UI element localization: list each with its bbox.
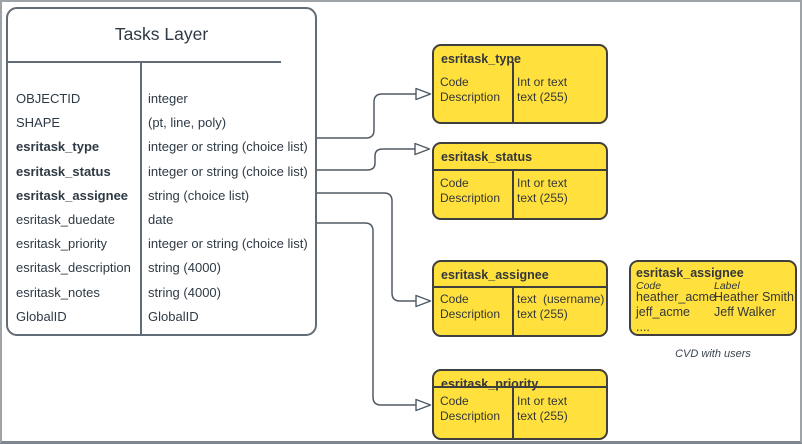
- table-row: OBJECTID integer: [16, 87, 311, 111]
- table-row: esritask_status integer or string (choice…: [16, 160, 311, 184]
- list-item: ....: [636, 320, 650, 334]
- field-name: SHAPE: [16, 115, 61, 131]
- table-row: esritask_description string (4000): [16, 256, 311, 280]
- field-type: integer or string (choice list): [148, 139, 308, 155]
- cvd-box-vertical-divider: [512, 386, 514, 440]
- field-type: date: [148, 212, 174, 228]
- table-row: esritask_notes string (4000): [16, 281, 311, 305]
- field-name: esritask_description: [16, 260, 131, 276]
- cvd-box-title: esritask_type: [441, 52, 521, 66]
- table-row: esritask_priority integer or string (choi…: [16, 232, 311, 256]
- tasks-layer-rows: OBJECTID integer SHAPE (pt, line, poly) es…: [16, 87, 311, 329]
- cvd-detail-title: esritask_assignee: [636, 266, 744, 280]
- field-name: esritask_notes: [16, 284, 100, 300]
- arrowhead-esritask-status: [414, 142, 431, 156]
- cvd-box-title-divider: [434, 169, 606, 171]
- tasks-layer-table: Tasks Layer OBJECTID integer SHAPE (pt, li…: [6, 7, 317, 336]
- cvd-box-title: esritask_priority: [441, 377, 539, 391]
- arrowhead-esritask-type: [415, 87, 432, 101]
- field-name: esritask_assignee: [16, 187, 129, 203]
- field-type: (pt, line, poly): [148, 115, 227, 131]
- field-type: GlobalID: [148, 308, 199, 324]
- cvd-box-vertical-divider: [512, 286, 514, 337]
- cvd-box-title: esritask_status: [441, 150, 533, 164]
- field-type: integer or string (choice list): [148, 236, 308, 252]
- cvd-detail-column-headers: Code Label: [636, 280, 791, 292]
- title-divider-line: [6, 61, 281, 63]
- connector-esritask-assignee: [317, 192, 416, 302]
- field-name: esritask_duedate: [16, 212, 116, 228]
- cvd-box-vertical-divider: [512, 169, 514, 220]
- cvd-box-title-divider: [434, 386, 606, 388]
- field-name: esritask_priority: [16, 236, 108, 252]
- field-name: esritask_type: [16, 139, 100, 155]
- cvd-detail-esritask-assignee: esritask_assignee Code Label heather_acm…: [629, 260, 797, 336]
- field-name: OBJECTID: [16, 91, 81, 106]
- cvd-box-title: esritask_assignee: [441, 268, 549, 282]
- cvd-with-users-caption: CVD with users: [675, 348, 751, 360]
- tasks-layer-title: Tasks Layer: [114, 24, 209, 44]
- field-type: string (4000): [148, 284, 221, 300]
- field-type: integer or string (choice list): [148, 163, 308, 179]
- arrowhead-esritask-assignee: [415, 294, 432, 308]
- arrowhead-esritask-priority: [415, 398, 432, 412]
- column-divider-line: [140, 61, 142, 334]
- label-column-header: Label: [714, 280, 740, 292]
- connector-esritask-type: [317, 93, 416, 139]
- table-row: esritask_type integer or string (choice l…: [16, 135, 311, 159]
- field-type: string (choice list): [148, 187, 250, 203]
- table-row: esritask_assignee string (choice list): [16, 184, 311, 208]
- field-name: esritask_status: [16, 163, 111, 179]
- connector-esritask-status: [317, 148, 415, 171]
- cvd-box-types: text (username)text (255): [517, 292, 605, 321]
- field-type: integer: [148, 91, 188, 106]
- field-name: GlobalID: [16, 308, 67, 324]
- table-row: GlobalID GlobalID: [16, 305, 311, 329]
- code-column-header: Code: [636, 280, 662, 292]
- table-row: esritask_duedate date: [16, 208, 311, 232]
- cvd-box-title-divider: [434, 286, 606, 288]
- table-row: SHAPE (pt, line, poly): [16, 111, 311, 135]
- cvd-box-vertical-divider: [512, 62, 514, 124]
- field-type: string (4000): [148, 260, 221, 276]
- connector-esritask-priority: [317, 222, 416, 406]
